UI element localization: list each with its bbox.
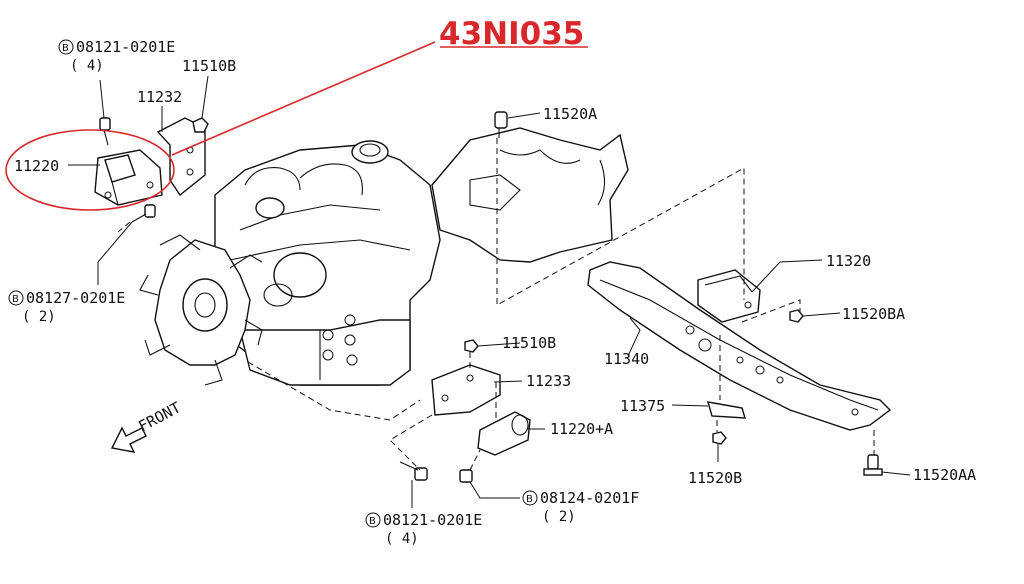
label-11510b-mid: 11510B — [502, 334, 556, 352]
label-11233: 11233 — [526, 372, 571, 390]
bracket-11232 — [156, 117, 206, 197]
bolt-mark-text: B — [369, 516, 376, 527]
left-engine-mount-11220 — [94, 149, 163, 206]
label-11520a: 11520A — [543, 105, 597, 123]
label-11520aa: 11520AA — [913, 466, 976, 484]
bolt-mark-icon — [522, 490, 538, 506]
label-08121-top: 08121-0201E — [76, 38, 175, 56]
bolt-08121-bottom — [399, 461, 428, 481]
front-arrow-icon — [110, 426, 147, 453]
label-08124: 08124-0201F — [540, 489, 639, 507]
bolt-mark-text: B — [526, 494, 533, 505]
label-08127: 08127-0201E — [26, 289, 125, 307]
label-11375: 11375 — [620, 397, 665, 415]
crossmember-11340 — [587, 261, 892, 431]
qty-08121-top: ( 4) — [70, 58, 104, 74]
label-11220: 11220 — [14, 157, 59, 175]
qty-08127: ( 2) — [22, 309, 56, 325]
label-11232: 11232 — [137, 88, 182, 106]
insulator-11375 — [707, 401, 746, 419]
nut-11520b — [712, 431, 727, 445]
right-engine-mount-11220a — [477, 411, 531, 456]
engine-assembly — [214, 127, 629, 386]
bolt-11520aa — [863, 454, 883, 476]
diagram-code-label: 43NI035 — [439, 16, 584, 52]
part-labels: 43NI035 B 08121-0201E ( 4) 11510B 11232 … — [8, 16, 976, 547]
bolt-mark-text: B — [62, 43, 69, 54]
label-11220a: 11220+A — [550, 420, 613, 438]
qty-08121-bottom: ( 4) — [385, 531, 419, 547]
nut-11520ba — [789, 309, 804, 323]
bolt-08124 — [459, 469, 473, 483]
leader-lines — [68, 75, 911, 508]
cooling-fan — [139, 234, 263, 386]
highlight-circle — [5, 129, 175, 211]
nut-11510b-top — [192, 117, 209, 133]
label-11340: 11340 — [604, 350, 649, 368]
label-08121-bottom: 08121-0201E — [383, 511, 482, 529]
nut-11510b-mid — [464, 339, 479, 353]
bolt-08127 — [131, 204, 156, 223]
label-11520ba: 11520BA — [842, 305, 905, 323]
bolt-mark-text: B — [12, 294, 19, 305]
bolt-mark-icon — [58, 39, 74, 55]
bracket-11233 — [431, 364, 501, 416]
bolt-mark-icon — [8, 290, 24, 306]
front-label: FRONT — [135, 398, 183, 435]
highlight-leader — [171, 41, 436, 156]
bolt-11520a — [494, 111, 508, 138]
bolt-mark-icon — [365, 512, 381, 528]
label-11520b: 11520B — [688, 469, 742, 487]
label-11510b-top: 11510B — [182, 57, 236, 75]
qty-08124: ( 2) — [542, 509, 576, 525]
assembly-dashed-lines — [117, 138, 875, 471]
label-11320: 11320 — [826, 252, 871, 270]
